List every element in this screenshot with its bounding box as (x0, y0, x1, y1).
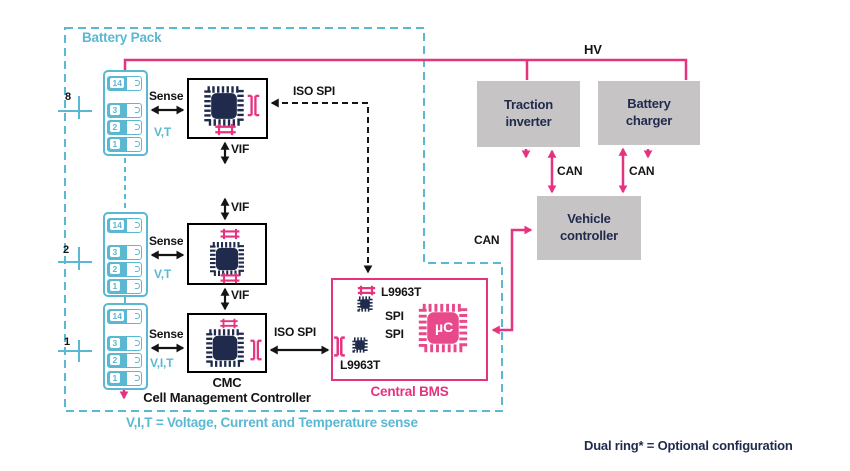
bus-count-stack1: 8 (65, 91, 71, 103)
qfp-chip-icon (204, 327, 246, 369)
cell-number: 14 (110, 220, 125, 230)
cell-number: 2 (110, 264, 120, 274)
cell-number: 3 (110, 105, 120, 115)
hv-label: HV (584, 42, 602, 57)
small-chip-icon (351, 337, 369, 353)
iso-spi-label-bottom: ISO SPI (274, 325, 316, 339)
battery-stack-1: 14 3 2 1 (103, 70, 148, 156)
vif-label-3: VIF (231, 288, 250, 302)
battery-cell: 1 (107, 137, 142, 152)
transformer-horizontal-icon (356, 283, 377, 296)
hv-line (123, 58, 688, 80)
cell-number: 14 (110, 311, 125, 321)
battery-terminal-nub (135, 107, 140, 113)
battery-cell: 2 (107, 353, 142, 368)
sense-label-3: Sense (149, 327, 184, 341)
battery-cell: 14 (107, 218, 142, 233)
cell-number: 14 (110, 78, 125, 88)
sense-type-2: V,T (154, 267, 171, 281)
battery-terminal-nub (135, 141, 140, 147)
cell-number: 2 (110, 122, 120, 132)
battery-cell: 3 (107, 103, 142, 118)
bus-tick-stack1 (58, 96, 92, 119)
battery-terminal-nub (135, 375, 140, 381)
battery-terminal-nub (135, 124, 140, 130)
sense-type-1: V,T (154, 125, 171, 139)
sense-label-1: Sense (149, 89, 184, 103)
battery-terminal-nub (135, 340, 140, 346)
battery-cell: 3 (107, 245, 142, 260)
transformer-vertical-icon (333, 335, 346, 358)
cell-number: 3 (110, 338, 120, 348)
battery-cell: 1 (107, 371, 142, 386)
battery-terminal-nub (135, 80, 140, 86)
transformer-horizontal-icon (216, 316, 242, 329)
bus-tick-stack2 (58, 247, 92, 270)
bus-count-stack2: 2 (63, 244, 69, 256)
cell-number: 2 (110, 355, 120, 365)
spi-label-bottom: SPI (385, 327, 404, 341)
central-bms-box (331, 278, 488, 381)
battery-terminal-nub (135, 266, 140, 272)
l9963t-label-bottom: L9963T (340, 358, 381, 372)
cmc-fullname-label: Cell Management Controller (143, 390, 311, 405)
cell-number: 1 (110, 373, 120, 383)
battery-pack-label: Battery Pack (82, 30, 162, 45)
can-label-charger: CAN (629, 164, 655, 178)
dual-ring-legend: Dual ring* = Optional configuration (584, 438, 793, 453)
transformer-horizontal-icon (217, 271, 243, 284)
battery-cell: 14 (107, 309, 142, 324)
cell-number: 1 (110, 281, 120, 291)
battery-cell: 2 (107, 120, 142, 135)
battery-terminal-nub (135, 313, 140, 319)
sense-type-3: V,I,T (150, 356, 174, 370)
qfp-chip-icon (208, 240, 246, 278)
vif-label-1: VIF (231, 142, 250, 156)
sense-label-2: Sense (149, 234, 184, 248)
battery-cell: 3 (107, 336, 142, 351)
bus-tick-stack3 (58, 340, 92, 362)
cell-number: 1 (110, 139, 120, 149)
transformer-vertical-icon (246, 93, 261, 118)
iso-spi-label-top: ISO SPI (293, 84, 335, 98)
vit-legend: V,I,T = Voltage, Current and Temperature… (126, 415, 418, 430)
can-label-bms: CAN (474, 233, 500, 247)
battery-terminal-nub (135, 222, 140, 228)
vif-label-2: VIF (231, 200, 250, 214)
battery-cell: 2 (107, 262, 142, 277)
battery-stack-3: 14 3 2 1 (103, 303, 148, 390)
transformer-horizontal-icon (212, 123, 239, 136)
l9963t-label-top: L9963T (381, 285, 422, 299)
battery-stack-2: 14 3 2 1 (103, 212, 148, 297)
battery-terminal-nub (135, 249, 140, 255)
transformer-horizontal-icon (217, 227, 243, 240)
can-label-traction: CAN (557, 164, 583, 178)
mcu-label: µC (435, 319, 454, 335)
cell-number: 3 (110, 247, 120, 257)
qfp-chip-icon (202, 84, 246, 128)
battery-cell: 1 (107, 279, 142, 294)
spi-label-top: SPI (385, 309, 404, 323)
bus-count-stack3: 1 (64, 336, 70, 348)
can-line-bms-vehicle (491, 225, 533, 335)
battery-terminal-nub (135, 357, 140, 363)
battery-cell: 14 (107, 76, 142, 91)
vehicle-controller-box: Vehicle controller (537, 196, 641, 260)
battery-terminal-nub (135, 283, 140, 289)
battery-charger-box: Battery charger (598, 81, 700, 145)
mcu-chip-icon: µC (416, 301, 470, 355)
battery-pack-boundary (64, 27, 503, 412)
iso-spi-dashed-link (270, 98, 373, 274)
traction-inverter-box: Traction inverter (477, 81, 580, 147)
cmc-acronym-label: CMC (212, 375, 242, 390)
central-bms-label: Central BMS (370, 384, 449, 399)
transformer-vertical-icon (249, 338, 263, 362)
small-chip-icon (356, 296, 374, 312)
